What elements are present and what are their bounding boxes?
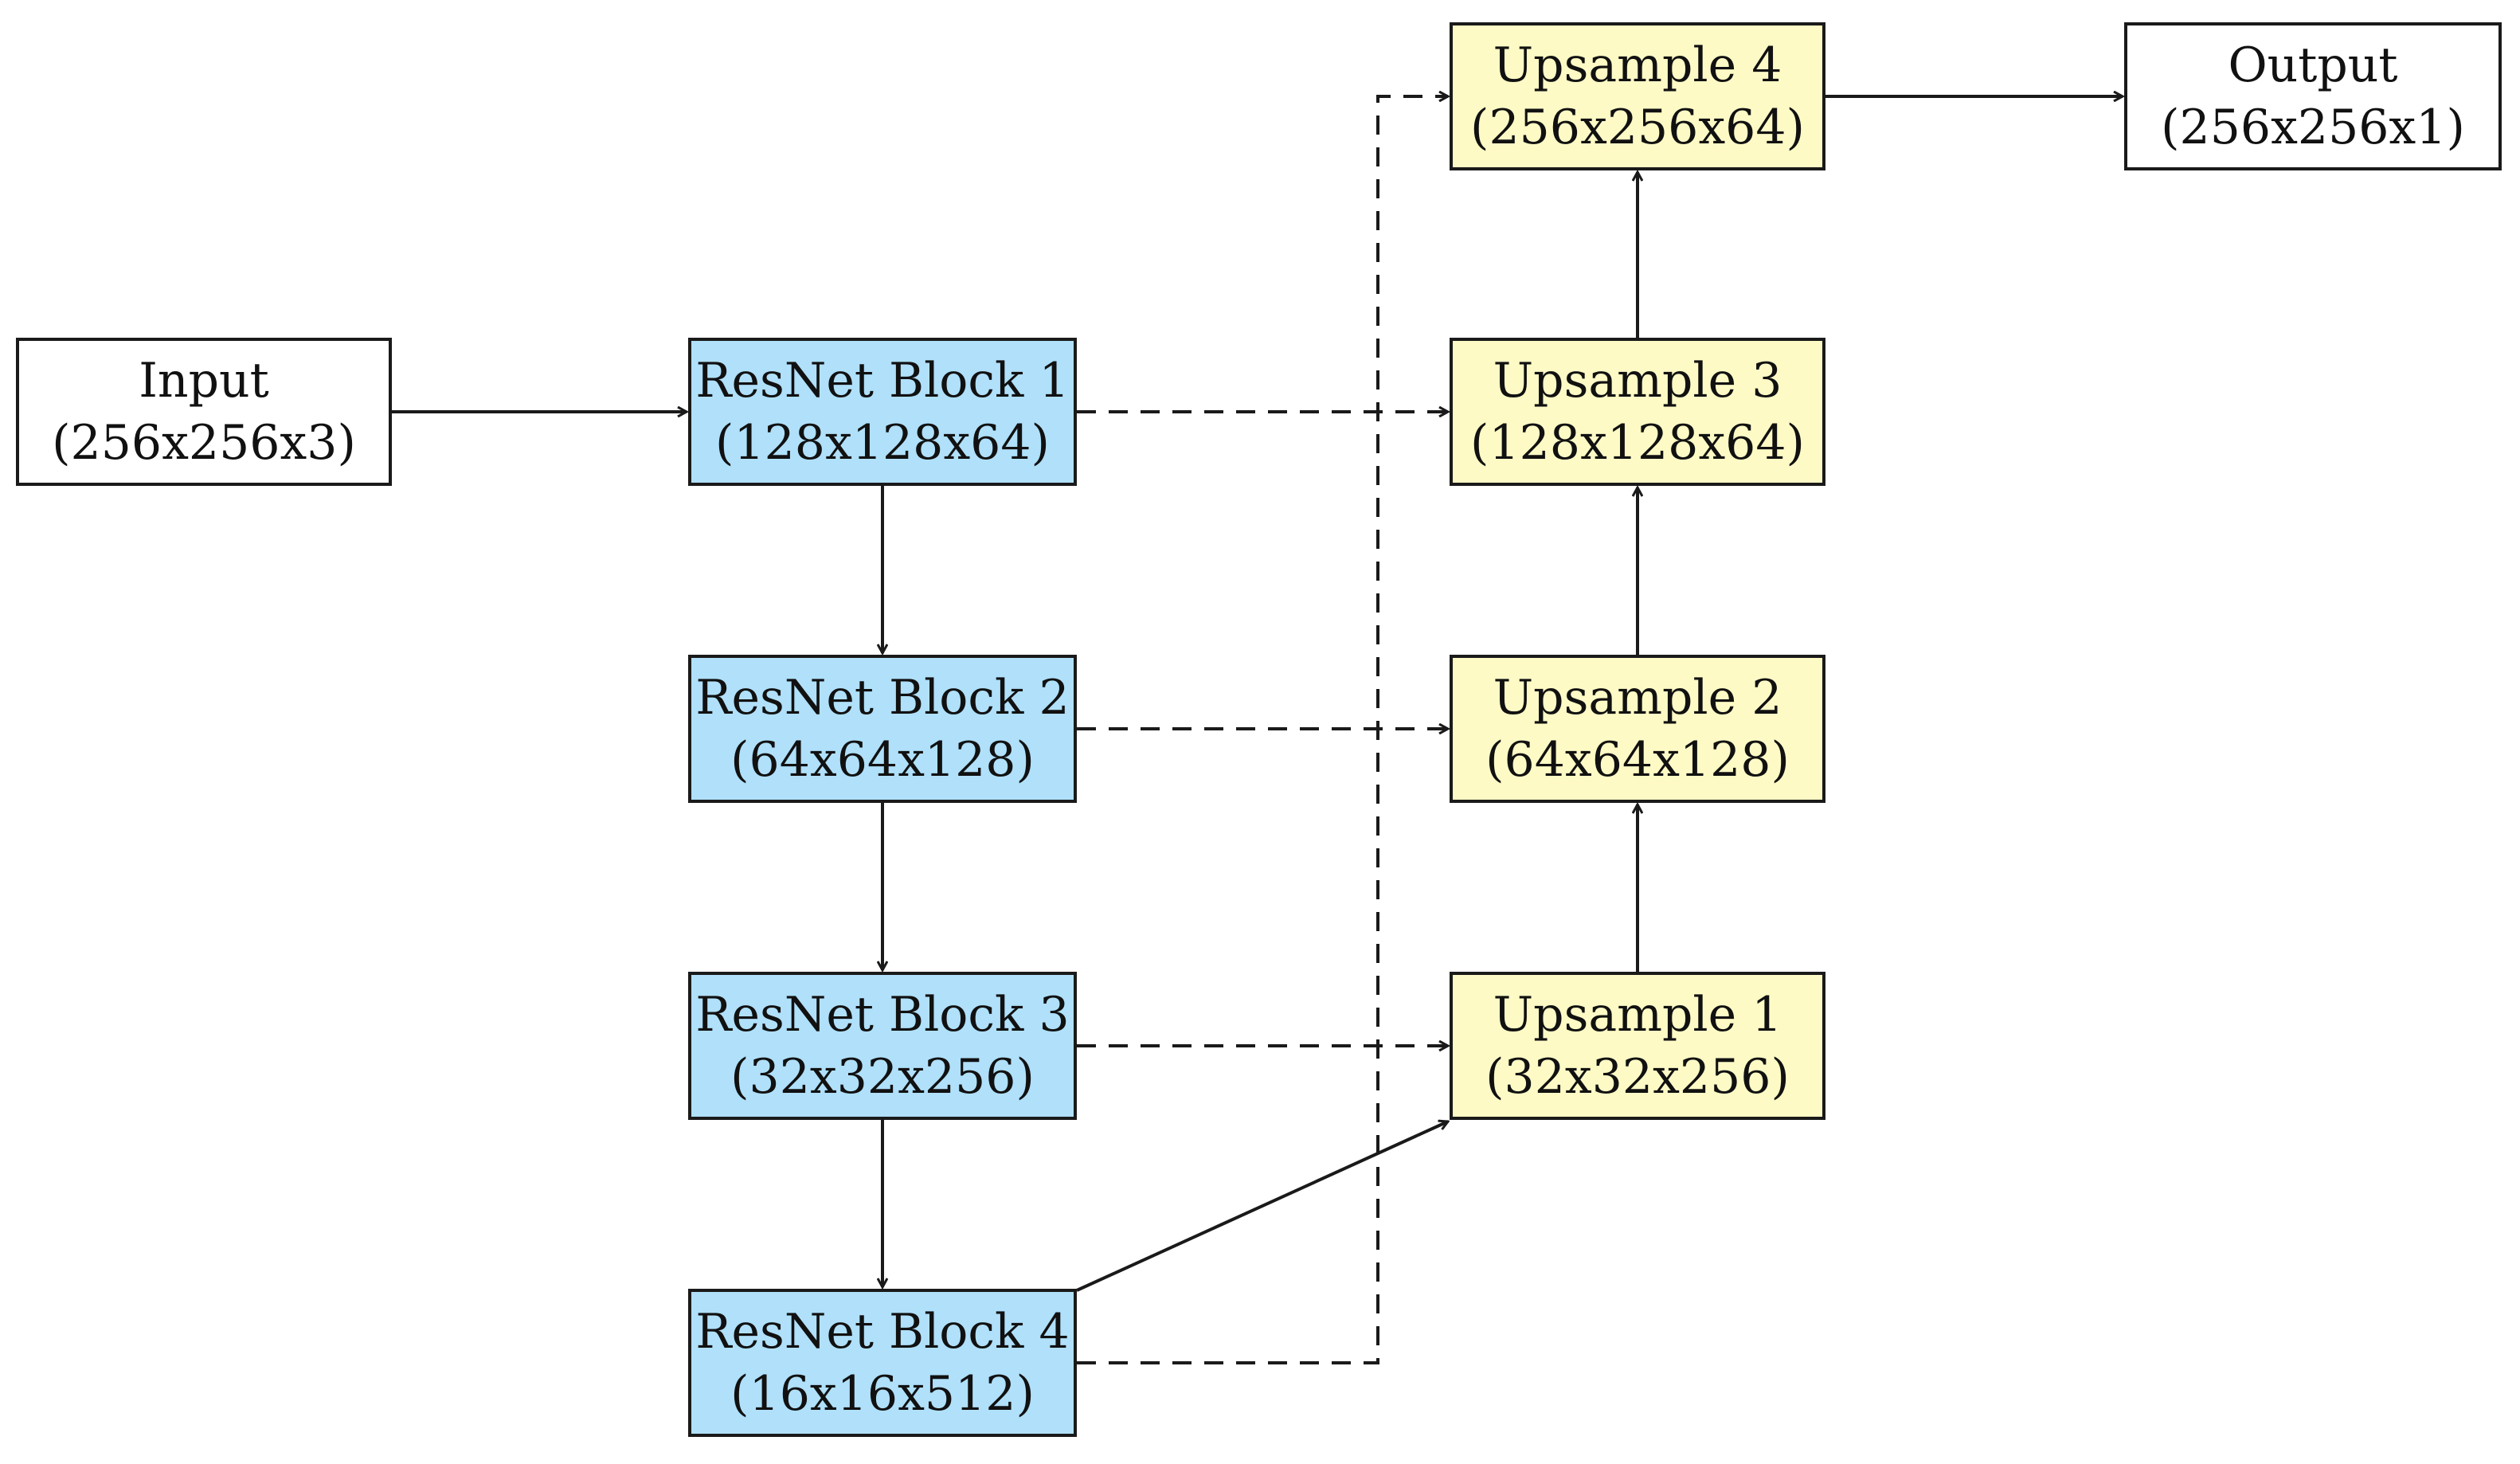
upsample-block-4-title: Upsample 4 (1493, 37, 1782, 93)
upsample-block-3: Upsample 3 (128x128x64) (1450, 338, 1825, 486)
skip-resnet-4-to-upsample-4 (1077, 96, 1448, 1364)
upsample-block-1-title: Upsample 1 (1493, 987, 1782, 1043)
input-node-shape: (256x256x3) (52, 415, 356, 471)
resnet-block-1: ResNet Block 1 (128x128x64) (688, 338, 1077, 486)
output-node: Output (256x256x1) (2124, 22, 2502, 170)
resnet-block-2: ResNet Block 2 (64x64x128) (688, 655, 1077, 803)
output-node-title: Output (2228, 37, 2398, 93)
resnet-block-4-shape: (16x16x512) (730, 1366, 1035, 1422)
upsample-block-4-shape: (256x256x64) (1470, 100, 1805, 155)
resnet-block-2-shape: (64x64x128) (730, 732, 1035, 788)
resnet-block-2-title: ResNet Block 2 (695, 670, 1070, 726)
output-node-shape: (256x256x1) (2161, 100, 2465, 155)
resnet-block-3-title: ResNet Block 3 (695, 987, 1070, 1043)
upsample-block-3-title: Upsample 3 (1493, 353, 1782, 409)
upsample-block-2-shape: (64x64x128) (1485, 732, 1790, 788)
resnet-block-4-title: ResNet Block 4 (695, 1304, 1070, 1360)
upsample-block-2-title: Upsample 2 (1493, 670, 1782, 726)
edge-resnet-4-to-upsample-1 (1076, 1121, 1448, 1292)
resnet-block-1-title: ResNet Block 1 (695, 353, 1070, 409)
resnet-block-3-shape: (32x32x256) (730, 1049, 1035, 1105)
upsample-block-4: Upsample 4 (256x256x64) (1450, 22, 1825, 170)
resnet-block-3: ResNet Block 3 (32x32x256) (688, 972, 1077, 1120)
upsample-block-2: Upsample 2 (64x64x128) (1450, 655, 1825, 803)
resnet-block-4: ResNet Block 4 (16x16x512) (688, 1289, 1077, 1437)
upsample-block-1: Upsample 1 (32x32x256) (1450, 972, 1825, 1120)
upsample-block-3-shape: (128x128x64) (1470, 415, 1805, 471)
input-node-title: Input (139, 353, 269, 409)
input-node: Input (256x256x3) (16, 338, 392, 486)
resnet-block-1-shape: (128x128x64) (715, 415, 1050, 471)
upsample-block-1-shape: (32x32x256) (1485, 1049, 1790, 1105)
